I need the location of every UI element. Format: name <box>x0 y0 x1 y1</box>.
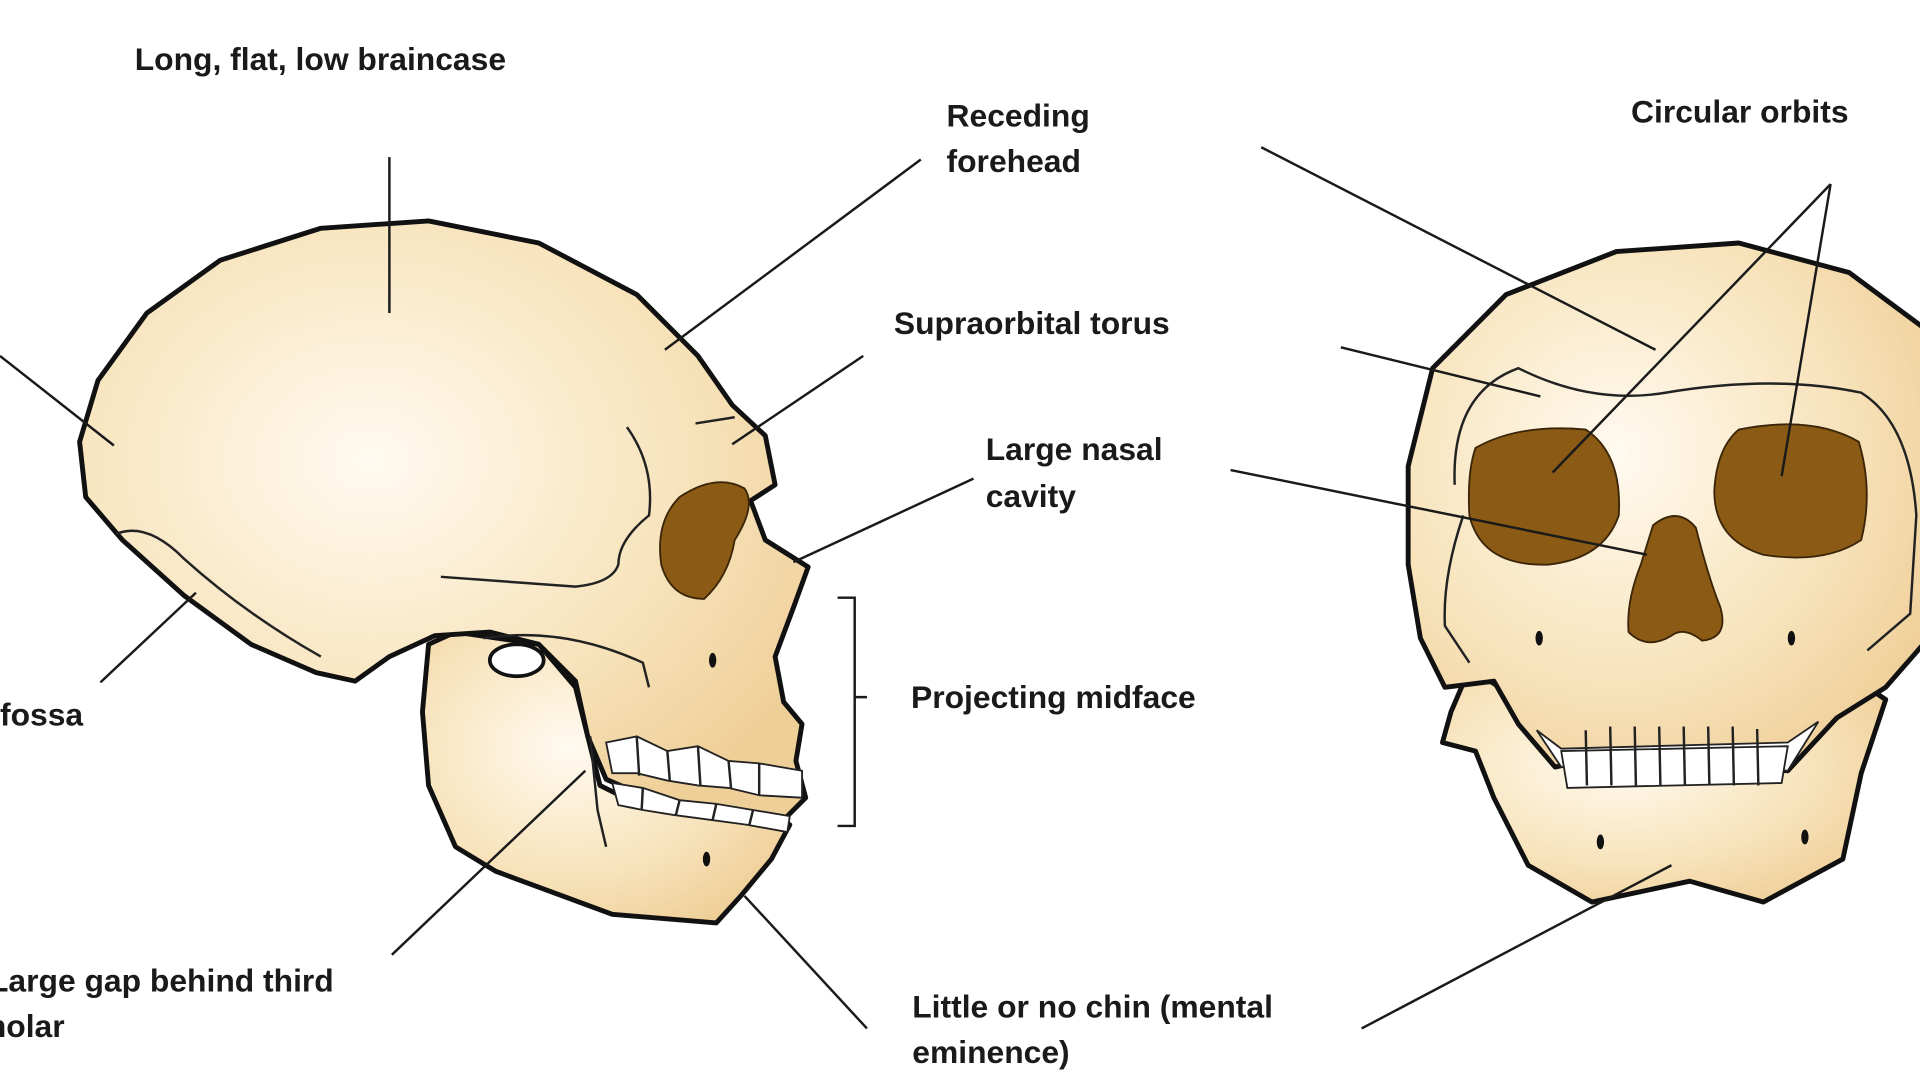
lateral-cranium <box>77 218 811 823</box>
leader-orbit-left <box>1551 183 1832 474</box>
label-orbits: Circular orbits <box>1631 94 1849 130</box>
leader-lines <box>0 146 1832 1030</box>
leader-left-edge <box>0 354 115 447</box>
leader-gap <box>390 769 587 956</box>
label-chin-line2: eminence) <box>912 1034 1069 1070</box>
lateral-skull <box>77 218 811 926</box>
leader-forehead-lateral <box>664 158 922 351</box>
label-braincase: Long, flat, low braincase <box>135 41 506 77</box>
label-torus: Supraorbital torus <box>894 305 1170 341</box>
leader-torus-frontal <box>1340 346 1541 398</box>
label-fossa: fossa <box>0 696 83 732</box>
frontal-orbit-right <box>1713 423 1868 559</box>
leader-nasal-frontal <box>1230 468 1648 556</box>
label-chin-line1: Little or no chin (mental <box>912 988 1273 1024</box>
frontal-orbit-left <box>1467 427 1621 566</box>
label-forehead-line2: forehead <box>947 143 1081 179</box>
bracket-midface <box>837 596 867 828</box>
leader-nasal-lateral <box>792 477 974 564</box>
label-forehead-line1: Receding <box>947 97 1090 133</box>
label-midface: Projecting midface <box>911 679 1196 715</box>
leader-forehead-frontal <box>1260 146 1657 351</box>
leader-fossa <box>99 591 197 684</box>
leader-chin-frontal <box>1361 864 1672 1030</box>
label-gap-line2: molar <box>0 1008 65 1044</box>
label-nasal-line2: cavity <box>986 478 1077 514</box>
leader-chin-lateral <box>743 895 868 1030</box>
label-nasal-line1: Large nasal <box>986 431 1163 467</box>
ear-opening <box>487 642 546 679</box>
frontal-skull <box>1405 240 1920 905</box>
leader-orbit-right <box>1780 183 1832 477</box>
frontal-nasal-cavity <box>1627 515 1724 644</box>
labels: Long, flat, low braincase Receding foreh… <box>0 41 1849 1070</box>
leader-torus-lateral <box>731 354 864 446</box>
lateral-teeth <box>588 735 803 848</box>
frontal-teeth <box>1535 720 1820 789</box>
lateral-orbit <box>659 481 750 600</box>
label-gap-line1: Large gap behind third <box>0 963 334 999</box>
